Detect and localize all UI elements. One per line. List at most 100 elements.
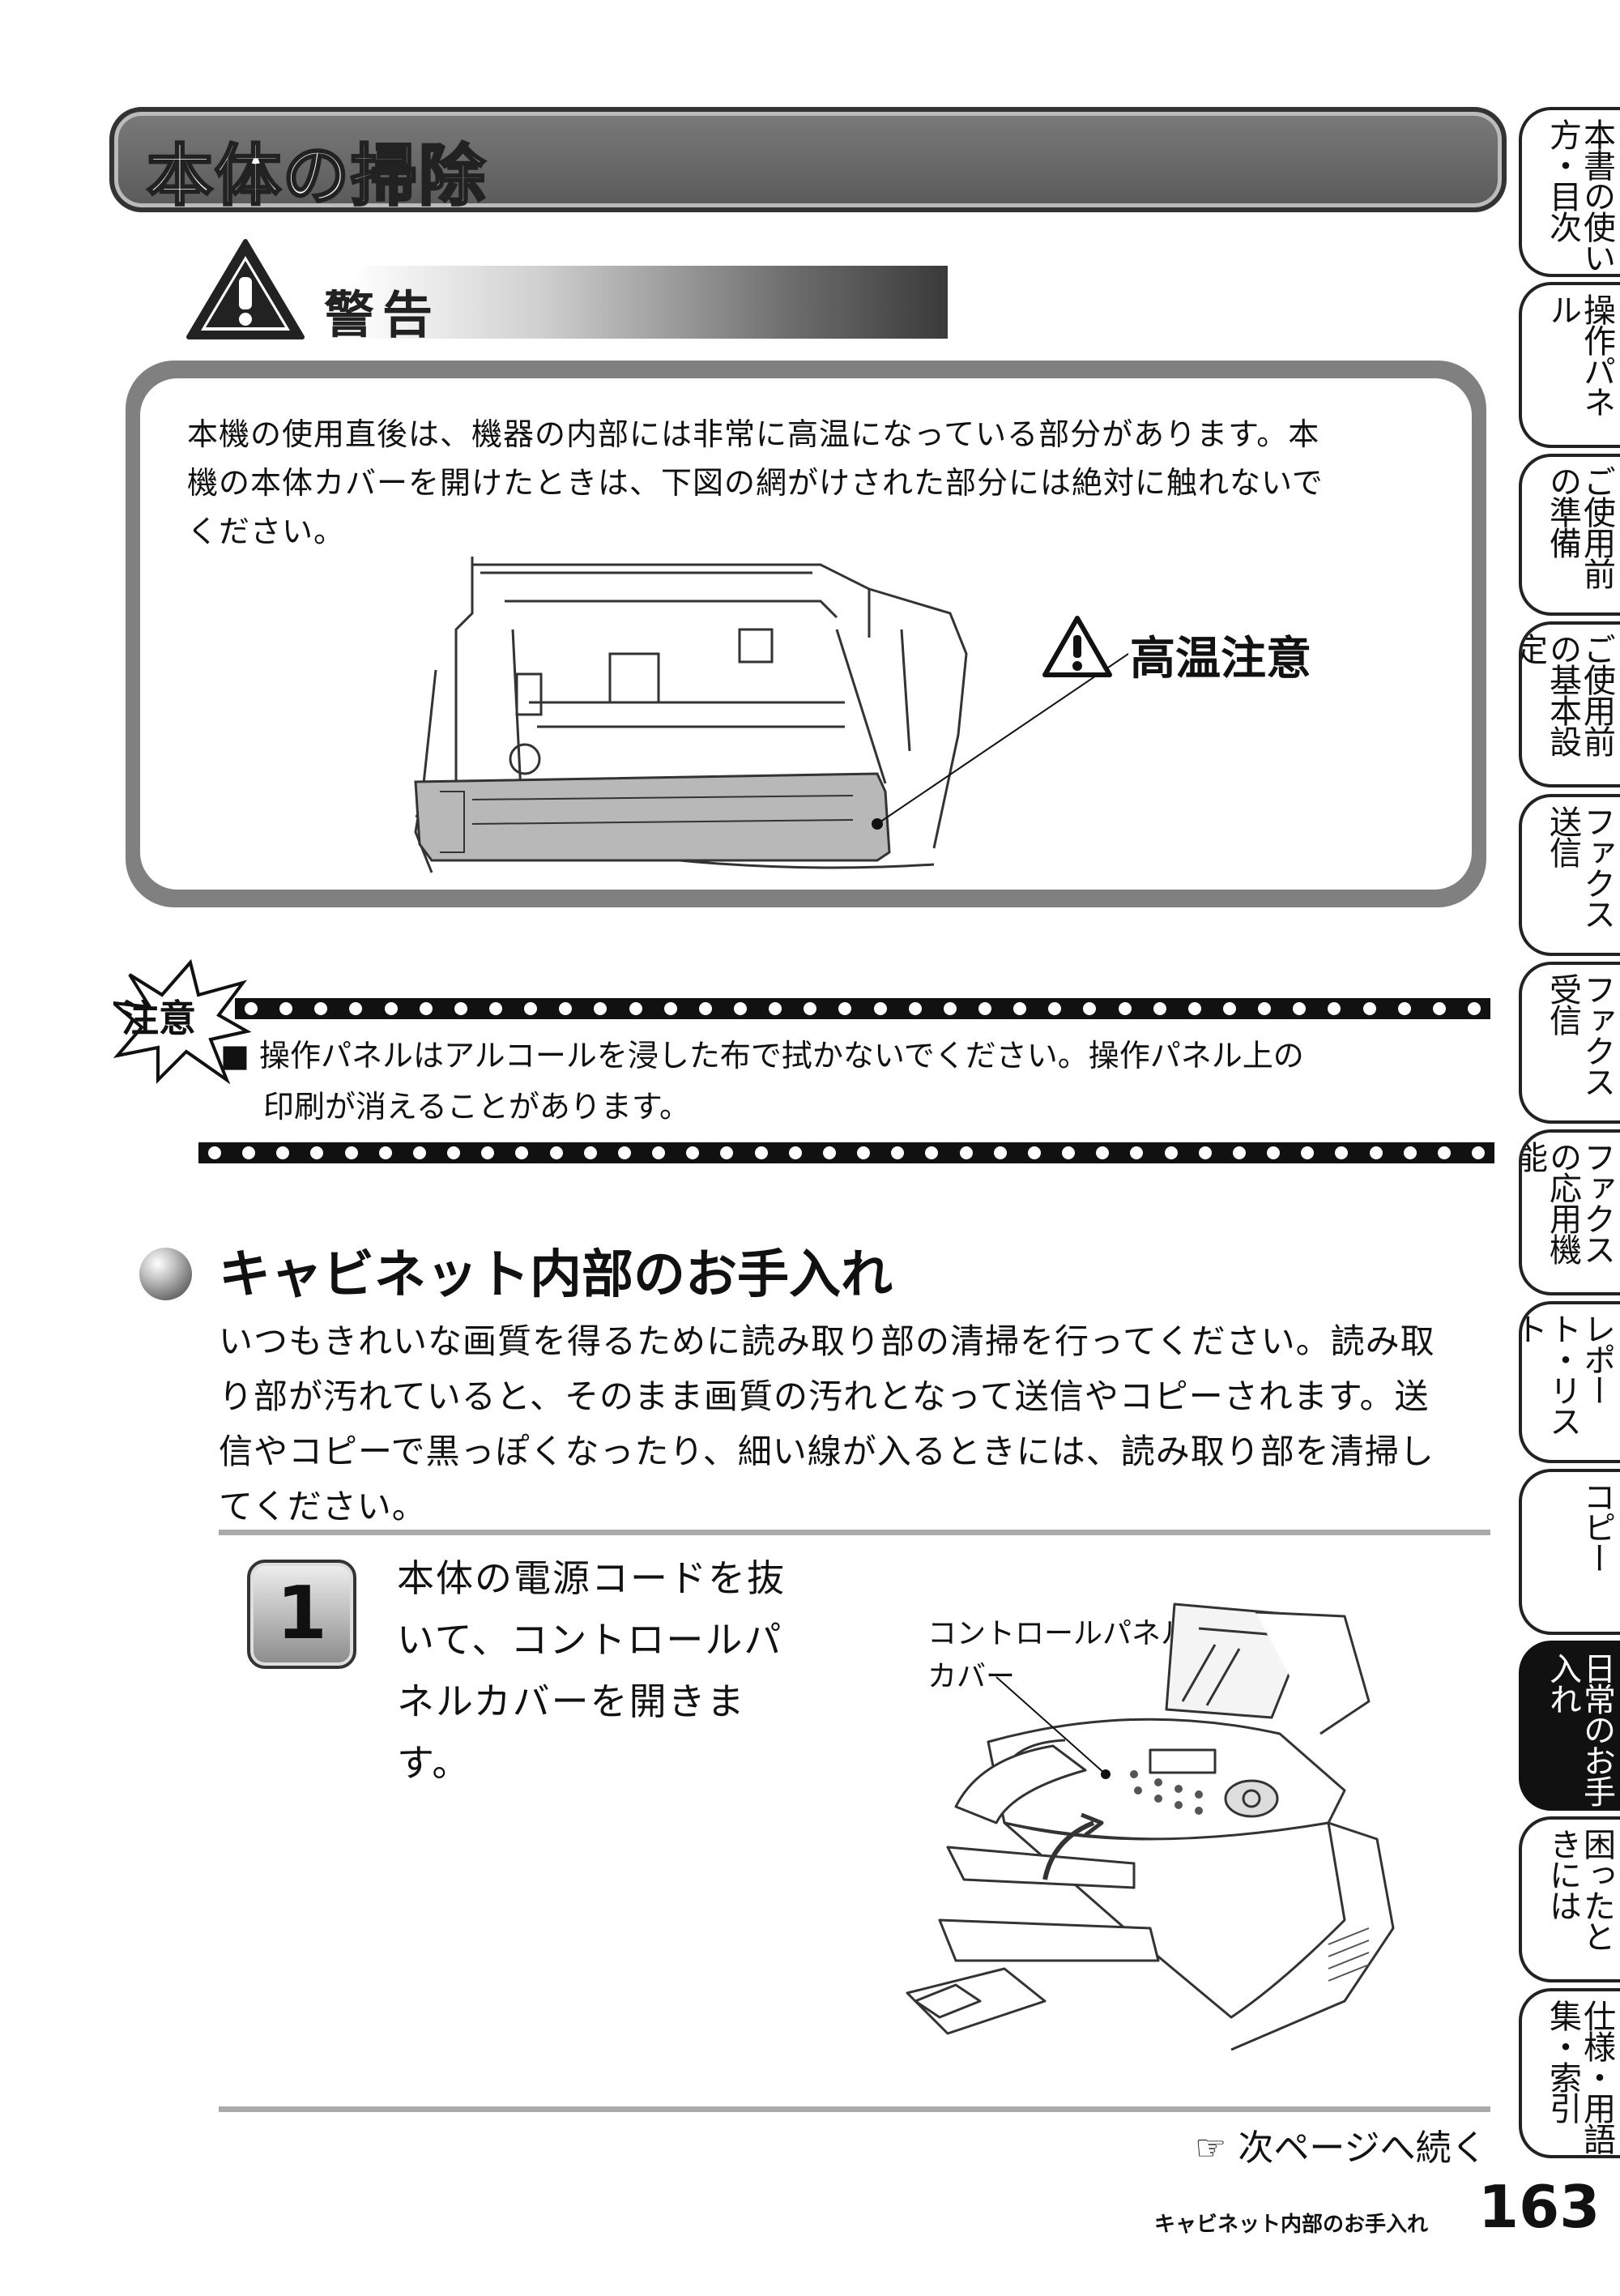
caution-bar-dot bbox=[208, 1146, 221, 1159]
side-tab-basic-settings[interactable]: ご使用前の基本設定 bbox=[1519, 621, 1620, 787]
caution-bar-dot bbox=[1118, 1002, 1132, 1015]
caution-bar-dot bbox=[698, 1002, 712, 1015]
caution-bar-dot bbox=[978, 1002, 991, 1015]
footer-section-label: キャビネット内部のお手入れ bbox=[1154, 2213, 1429, 2237]
side-tab-reports[interactable]: レポート・リスト bbox=[1519, 1301, 1620, 1463]
caution-bar-dot bbox=[1013, 1002, 1027, 1015]
side-tab-label: 日常のお手入れ bbox=[1544, 1652, 1615, 1806]
side-tab-label: レポート・リスト bbox=[1519, 1312, 1615, 1436]
section-title: キャビネット内部のお手入れ bbox=[219, 1245, 893, 1305]
side-tab-label: ファクスの応用機能 bbox=[1519, 1141, 1615, 1264]
caution-bar-dot bbox=[617, 1146, 631, 1159]
caution-bar-dot bbox=[419, 1002, 433, 1015]
section-body-line: 信やコピーで黒っぽくなったり、細い線が入るときには、読み取り部を清掃し bbox=[219, 1432, 1435, 1471]
caution-bar-dot bbox=[447, 1146, 461, 1159]
caution-bar-dot bbox=[1223, 1002, 1236, 1015]
caution-bar-dot bbox=[583, 1146, 597, 1159]
side-tab-preparation[interactable]: ご使用前の準備 bbox=[1519, 454, 1620, 616]
caution-bar-dot bbox=[769, 1002, 782, 1015]
caution-dotted-bar-bottom bbox=[198, 1142, 1494, 1163]
caution-dotted-bar-top bbox=[235, 998, 1490, 1019]
caution-bar-dot bbox=[310, 1146, 324, 1159]
side-tab-maintenance[interactable]: 日常のお手入れ bbox=[1519, 1641, 1620, 1811]
caution-bar-dot bbox=[822, 1146, 836, 1159]
caution-bar-dot bbox=[1027, 1146, 1041, 1159]
divider bbox=[219, 2106, 1490, 2112]
caution-bar-dot bbox=[1187, 1002, 1201, 1015]
caution-bar-dot bbox=[384, 1002, 398, 1015]
side-tab-label: 困ったときには bbox=[1544, 1828, 1615, 1951]
caution-bar-dot bbox=[891, 1146, 905, 1159]
side-tab-fax-advanced[interactable]: ファクスの応用機能 bbox=[1519, 1129, 1620, 1295]
step-text-line: 本体の電源コードを抜 bbox=[397, 1556, 786, 1600]
caution-bar-dot bbox=[873, 1002, 887, 1015]
caution-bar-dot bbox=[515, 1146, 529, 1159]
caution-badge-text: 注意 bbox=[122, 996, 196, 1040]
warning-triangle-icon bbox=[186, 239, 305, 339]
side-tab-label: コピー bbox=[1578, 1480, 1615, 1573]
caution-bar-dot bbox=[276, 1146, 290, 1159]
caution-bar-dot bbox=[1153, 1002, 1166, 1015]
caution-bar-dot bbox=[720, 1146, 734, 1159]
caution-bar-dot bbox=[349, 1002, 363, 1015]
side-tab-copy[interactable]: コピー bbox=[1519, 1469, 1620, 1635]
fax-machine-illustration bbox=[906, 1603, 1395, 2051]
side-tab-troubleshooting[interactable]: 困ったときには bbox=[1519, 1816, 1620, 1982]
caution-burst-icon: 注意 bbox=[113, 958, 251, 1084]
side-tab-label: 本書の使い方・目次 bbox=[1544, 118, 1615, 272]
high-temperature-warning-icon bbox=[1042, 616, 1112, 677]
caution-bar-dot bbox=[1328, 1002, 1341, 1015]
warning-text-line: ください。 bbox=[187, 514, 346, 549]
caution-bar-dot bbox=[1432, 1002, 1446, 1015]
caution-bar-dot bbox=[993, 1146, 1007, 1159]
machine-interior-illustration bbox=[414, 557, 1128, 873]
caution-text-line: ■ 操作パネルはアルコールを浸した布で拭かないでください。操作パネル上の bbox=[220, 1038, 1304, 1073]
caution-bar-dot bbox=[1048, 1002, 1062, 1015]
warning-box: 本機の使用直後は、機器の内部には非常に高温になっている部分があります。本 機の本… bbox=[126, 361, 1486, 907]
caution-bar-dot bbox=[1369, 1146, 1383, 1159]
caution-bar-dot bbox=[314, 1002, 328, 1015]
caution-bar-dot bbox=[663, 1002, 677, 1015]
caution-bar-dot bbox=[959, 1146, 973, 1159]
caution-bar-dot bbox=[943, 1002, 957, 1015]
figure-label: コントロールパネル bbox=[927, 1617, 1191, 1650]
side-tab-label: 操作パネル bbox=[1544, 293, 1615, 416]
section-bullet-icon bbox=[139, 1248, 192, 1300]
caution-bar-dot bbox=[1472, 1146, 1485, 1159]
caution-bar-dot bbox=[788, 1146, 802, 1159]
warning-heading: 警告 bbox=[324, 285, 441, 344]
caution-bar-dot bbox=[925, 1146, 939, 1159]
side-tab-label: ファクス受信 bbox=[1544, 973, 1615, 1096]
caution-bar-dot bbox=[1083, 1002, 1097, 1015]
caution-bar-dot bbox=[754, 1146, 768, 1159]
side-tab-label: ご使用前の基本設定 bbox=[1519, 633, 1615, 756]
caution-bar-dot bbox=[454, 1002, 467, 1015]
section-body-line: てください。 bbox=[219, 1487, 427, 1526]
caution-bar-dot bbox=[489, 1002, 502, 1015]
side-tab-contents[interactable]: 本書の使い方・目次 bbox=[1519, 107, 1620, 277]
caution-bar-dot bbox=[629, 1002, 642, 1015]
caution-bar-dot bbox=[549, 1146, 563, 1159]
page-title: 本体の掃除 bbox=[145, 137, 488, 216]
high-temperature-label: 高温注意 bbox=[1130, 633, 1311, 685]
side-tab-label: ご使用前の準備 bbox=[1544, 465, 1615, 588]
caution-bar-dot bbox=[1397, 1002, 1411, 1015]
warning-box-inner: 本機の使用直後は、機器の内部には非常に高温になっている部分があります。本 機の本… bbox=[140, 378, 1472, 890]
caution-bar-dot bbox=[1062, 1146, 1076, 1159]
side-tab-fax-receive[interactable]: ファクス受信 bbox=[1519, 962, 1620, 1124]
side-tab-label: 仕様・用語集・索引 bbox=[1544, 1999, 1615, 2153]
continue-next-page: ☞ 次ページへ続く bbox=[1195, 2127, 1487, 2169]
caution-bar-dot bbox=[1164, 1146, 1178, 1159]
side-tab-specs-index[interactable]: 仕様・用語集・索引 bbox=[1519, 1988, 1620, 2158]
caution-bar-dot bbox=[524, 1002, 538, 1015]
side-tab-label: ファクス送信 bbox=[1544, 805, 1615, 928]
caution-bar-dot bbox=[804, 1002, 817, 1015]
section-body-line: いつもきれいな画質を得るために読み取り部の清掃を行ってください。読み取 bbox=[219, 1321, 1435, 1361]
caution-bar-dot bbox=[1335, 1146, 1349, 1159]
caution-bar-dot bbox=[344, 1146, 358, 1159]
warning-text-line: 機の本体カバーを開けたときは、下図の網がけされた部分には絶対に触れないで bbox=[187, 465, 1324, 501]
caution-bar-dot bbox=[1198, 1146, 1212, 1159]
side-tab-operation-panel[interactable]: 操作パネル bbox=[1519, 282, 1620, 448]
step-text-line: いて、コントロールパ bbox=[397, 1618, 783, 1662]
side-tab-fax-send[interactable]: ファクス送信 bbox=[1519, 794, 1620, 956]
